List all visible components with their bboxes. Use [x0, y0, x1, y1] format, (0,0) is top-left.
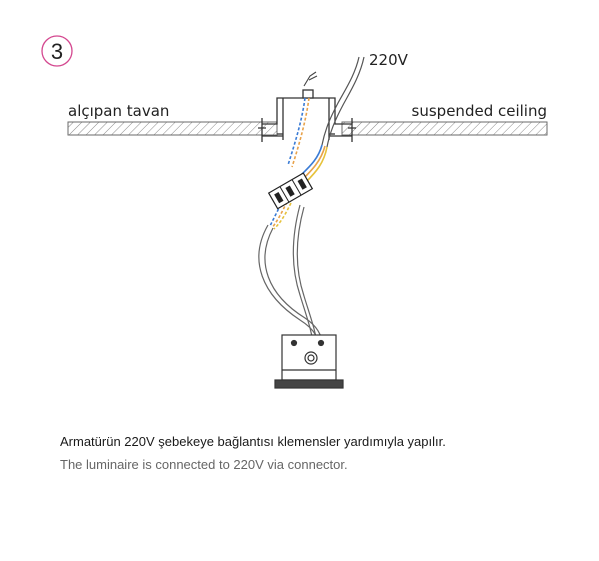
terminal-block-connector: [267, 172, 314, 210]
luminaire-driver-box: [274, 334, 344, 389]
caption-turkish: Armatürün 220V şebekeye bağlantısı kleme…: [60, 434, 446, 449]
ceiling-housing: [258, 89, 356, 142]
voltage-label: 220V: [369, 51, 409, 69]
ceiling-board: [67, 121, 548, 136]
luminaire-cable: [258, 204, 324, 353]
mains-cable: [321, 56, 365, 148]
step-badge: 3: [41, 35, 73, 67]
ceiling-label-turkish: alçıpan tavan: [68, 102, 169, 120]
ceiling-label-english: suspended ceiling: [412, 102, 547, 120]
step-number: 3: [51, 39, 63, 64]
cable-clip: [303, 71, 318, 87]
caption-english: The luminaire is connected to 220V via c…: [60, 457, 348, 472]
